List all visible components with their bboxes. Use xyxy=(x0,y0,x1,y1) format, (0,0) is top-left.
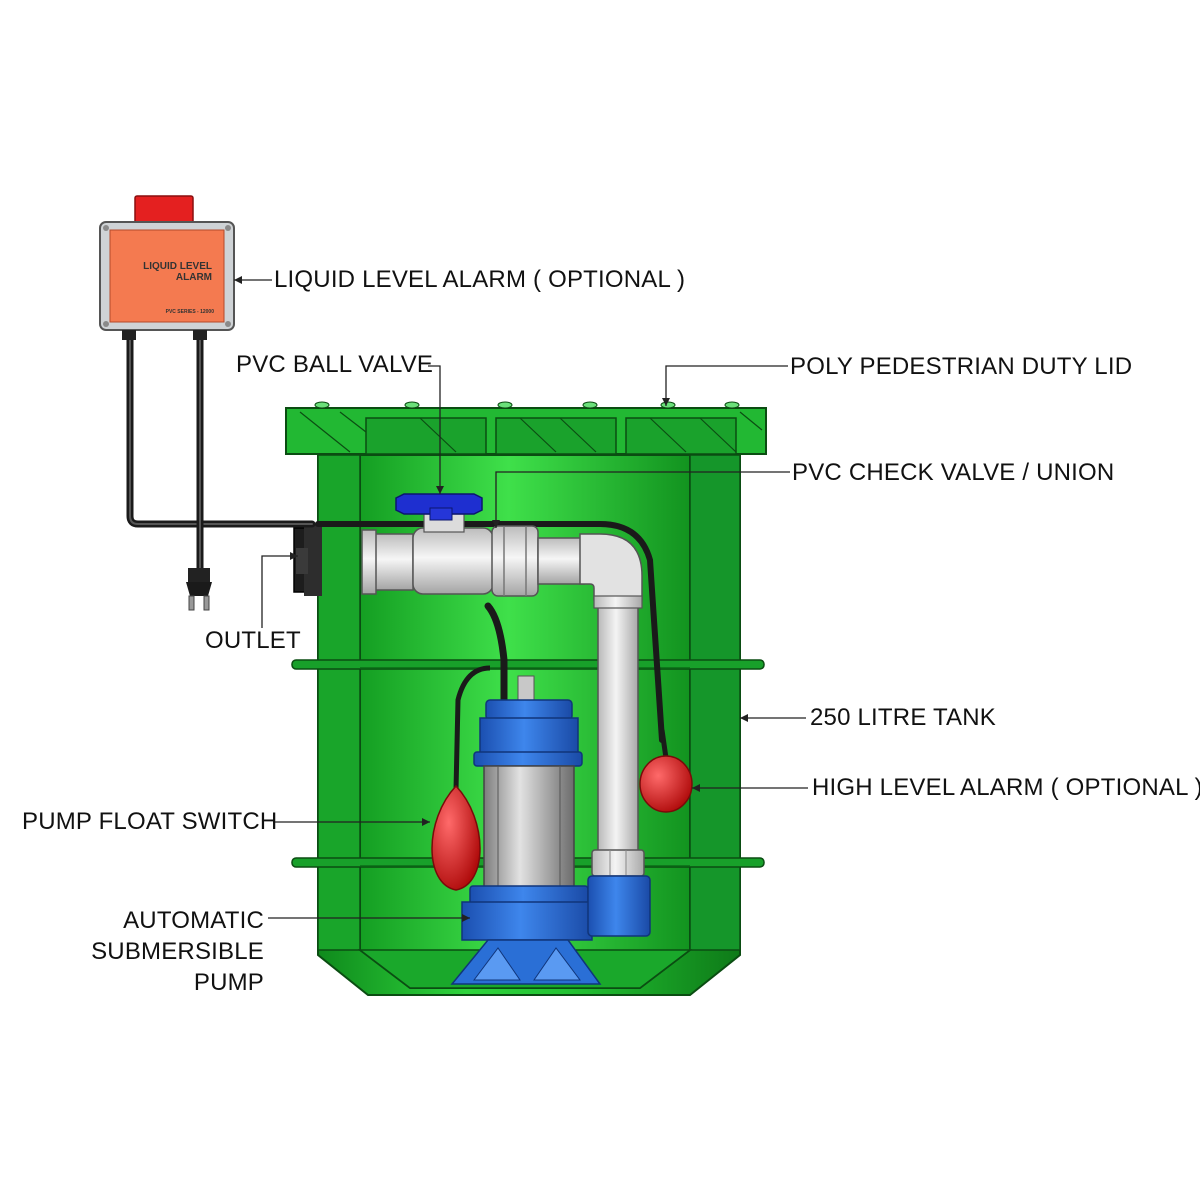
alarm-cables xyxy=(126,332,665,743)
liquid-level-alarm-box: LIQUID LEVEL ALARM PVC SERIES - 12000 xyxy=(99,195,235,340)
label-tank: 250 LITRE TANK xyxy=(810,704,996,731)
alarm-box-model: PVC SERIES - 12000 xyxy=(166,309,215,315)
alarm-box-title-line1: LIQUID LEVEL xyxy=(143,261,212,272)
tank-right-wall-section xyxy=(689,454,741,951)
poly-lid xyxy=(285,401,767,455)
leader-lines xyxy=(234,279,808,919)
leader-arrowheads xyxy=(234,276,748,922)
label-high-level-alarm: HIGH LEVEL ALARM ( OPTIONAL ) xyxy=(812,774,1200,801)
ball-valve-handle-icon xyxy=(395,493,483,515)
high-level-alarm-float xyxy=(639,729,693,813)
power-plug xyxy=(186,568,212,611)
pvc-check-valve-union xyxy=(491,525,539,597)
label-pump-float-switch: PUMP FLOAT SWITCH xyxy=(22,808,278,835)
alarm-box-title-line2: ALARM xyxy=(176,272,212,283)
vertical-pipe xyxy=(597,597,639,854)
outlet-fitting xyxy=(293,524,322,596)
label-poly-lid: POLY PEDESTRIAN DUTY LID xyxy=(790,353,1133,380)
label-liquid-level-alarm: LIQUID LEVEL ALARM ( OPTIONAL ) xyxy=(274,266,686,293)
tank-rib xyxy=(291,659,765,670)
label-pump-line1: AUTOMATIC xyxy=(123,907,264,934)
label-automatic-submersible-pump: AUTOMATIC SUBMERSIBLE PUMP xyxy=(91,905,264,998)
label-pump-line3: PUMP xyxy=(193,969,264,996)
label-outlet: OUTLET xyxy=(205,627,301,654)
label-pump-line2: SUBMERSIBLE xyxy=(91,938,264,965)
label-pvc-check-valve: PVC CHECK VALVE / UNION xyxy=(792,459,1115,486)
discharge-pipework xyxy=(361,493,645,877)
tank-left-wall-section xyxy=(317,454,361,951)
pump-float-switch xyxy=(431,784,481,891)
label-pvc-ball-valve: PVC BALL VALVE xyxy=(236,351,434,378)
pvc-ball-valve-body xyxy=(412,527,494,595)
pump-motor-housing xyxy=(483,765,575,889)
submersible-pump xyxy=(450,602,651,985)
